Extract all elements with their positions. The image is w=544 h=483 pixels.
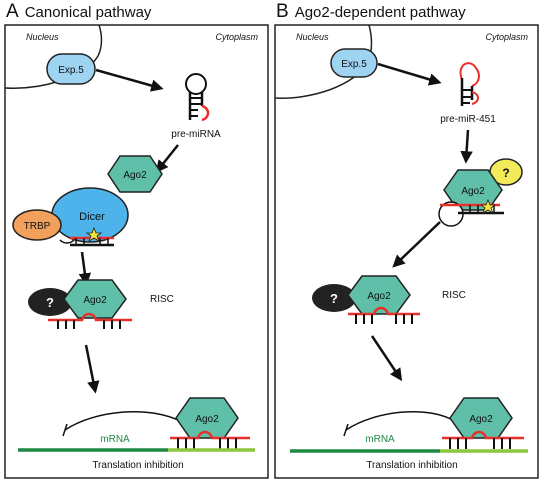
ago2-risc-label: Ago2 (367, 291, 391, 302)
outcome-label: Translation inhibition (92, 460, 183, 471)
to-risc-arrow (392, 221, 441, 268)
to-dicer-arrow (155, 144, 179, 173)
export-arrow (95, 68, 164, 92)
panel-a: Nucleus Cytoplasm Exp.5 pre-miRNA Ago2 (4, 24, 269, 479)
pre-mir-451-label: pre-miR-451 (440, 114, 496, 125)
to-target-arrow (370, 335, 403, 382)
trbp-shape (12, 209, 62, 241)
risc-guide-strand (348, 306, 420, 324)
ago2-target-label: Ago2 (195, 414, 219, 425)
mrna-label: mRNA (100, 434, 130, 445)
pre-mir-451-hairpin (459, 62, 480, 106)
inhibition-arc (345, 410, 457, 431)
to-ago2-arrow (460, 129, 473, 164)
inhibition-bar (343, 423, 349, 437)
ago2-risc-hexagon (63, 279, 127, 319)
inhibition-arc (64, 410, 183, 431)
to-risc-arrow (78, 251, 92, 286)
ago2-target-label: Ago2 (469, 414, 493, 425)
inhibition-bar (62, 423, 68, 437)
unknown-protein-shape (312, 284, 356, 312)
panel-b-title: Ago2-dependent pathway (294, 3, 466, 21)
outcome-label: Translation inhibition (366, 460, 457, 471)
risc-label: RISC (442, 290, 466, 301)
mrna-label: mRNA (365, 434, 395, 445)
pre-mirna-label: pre-miRNA (171, 129, 221, 140)
unknown-cofactor-label: ? (502, 166, 509, 180)
nucleus-label: Nucleus (296, 32, 329, 42)
risc-guide-strand (48, 312, 132, 329)
unknown-protein-shape (28, 288, 72, 316)
nucleus-envelope (4, 24, 103, 89)
dicer-label: Dicer (79, 211, 105, 223)
cleavage-star (479, 198, 497, 214)
unknown-protein-label: ? (330, 291, 338, 306)
pre-mirna-hairpin (185, 73, 210, 122)
trbp-label: TRBP (24, 221, 51, 232)
ago2-risc-label: Ago2 (83, 295, 107, 306)
panel-a-letter: A (6, 1, 19, 22)
cytoplasm-label: Cytoplasm (485, 32, 528, 42)
exportin-5-label: Exp.5 (58, 65, 84, 76)
ago2-top-label: Ago2 (123, 170, 147, 181)
exportin-5-label: Exp.5 (341, 59, 367, 70)
panel-b: Nucleus Cytoplasm Exp.5 pre-miR-451 ? (274, 24, 539, 479)
cleavage-star (85, 226, 103, 242)
exportin-5-shape (46, 53, 96, 85)
target-guide-strand (170, 430, 250, 449)
exportin-5-shape (330, 48, 378, 78)
panel-a-heading: A Canonical pathway (6, 0, 151, 24)
risc-label: RISC (150, 294, 174, 305)
cytoplasm-label: Cytoplasm (215, 32, 258, 42)
nucleus-label: Nucleus (26, 32, 59, 42)
target-guide-strand (442, 430, 524, 449)
export-arrow (377, 62, 442, 86)
panel-a-title: Canonical pathway (24, 3, 152, 21)
panel-b-letter: B (276, 1, 289, 22)
panel-b-heading: B Ago2-dependent pathway (276, 0, 466, 24)
to-target-arrow (84, 344, 100, 394)
ago2-top-label: Ago2 (461, 186, 485, 197)
unknown-protein-label: ? (46, 295, 54, 310)
ago2-bound-hairpin (438, 201, 504, 227)
ago2-top-hexagon (107, 155, 163, 193)
